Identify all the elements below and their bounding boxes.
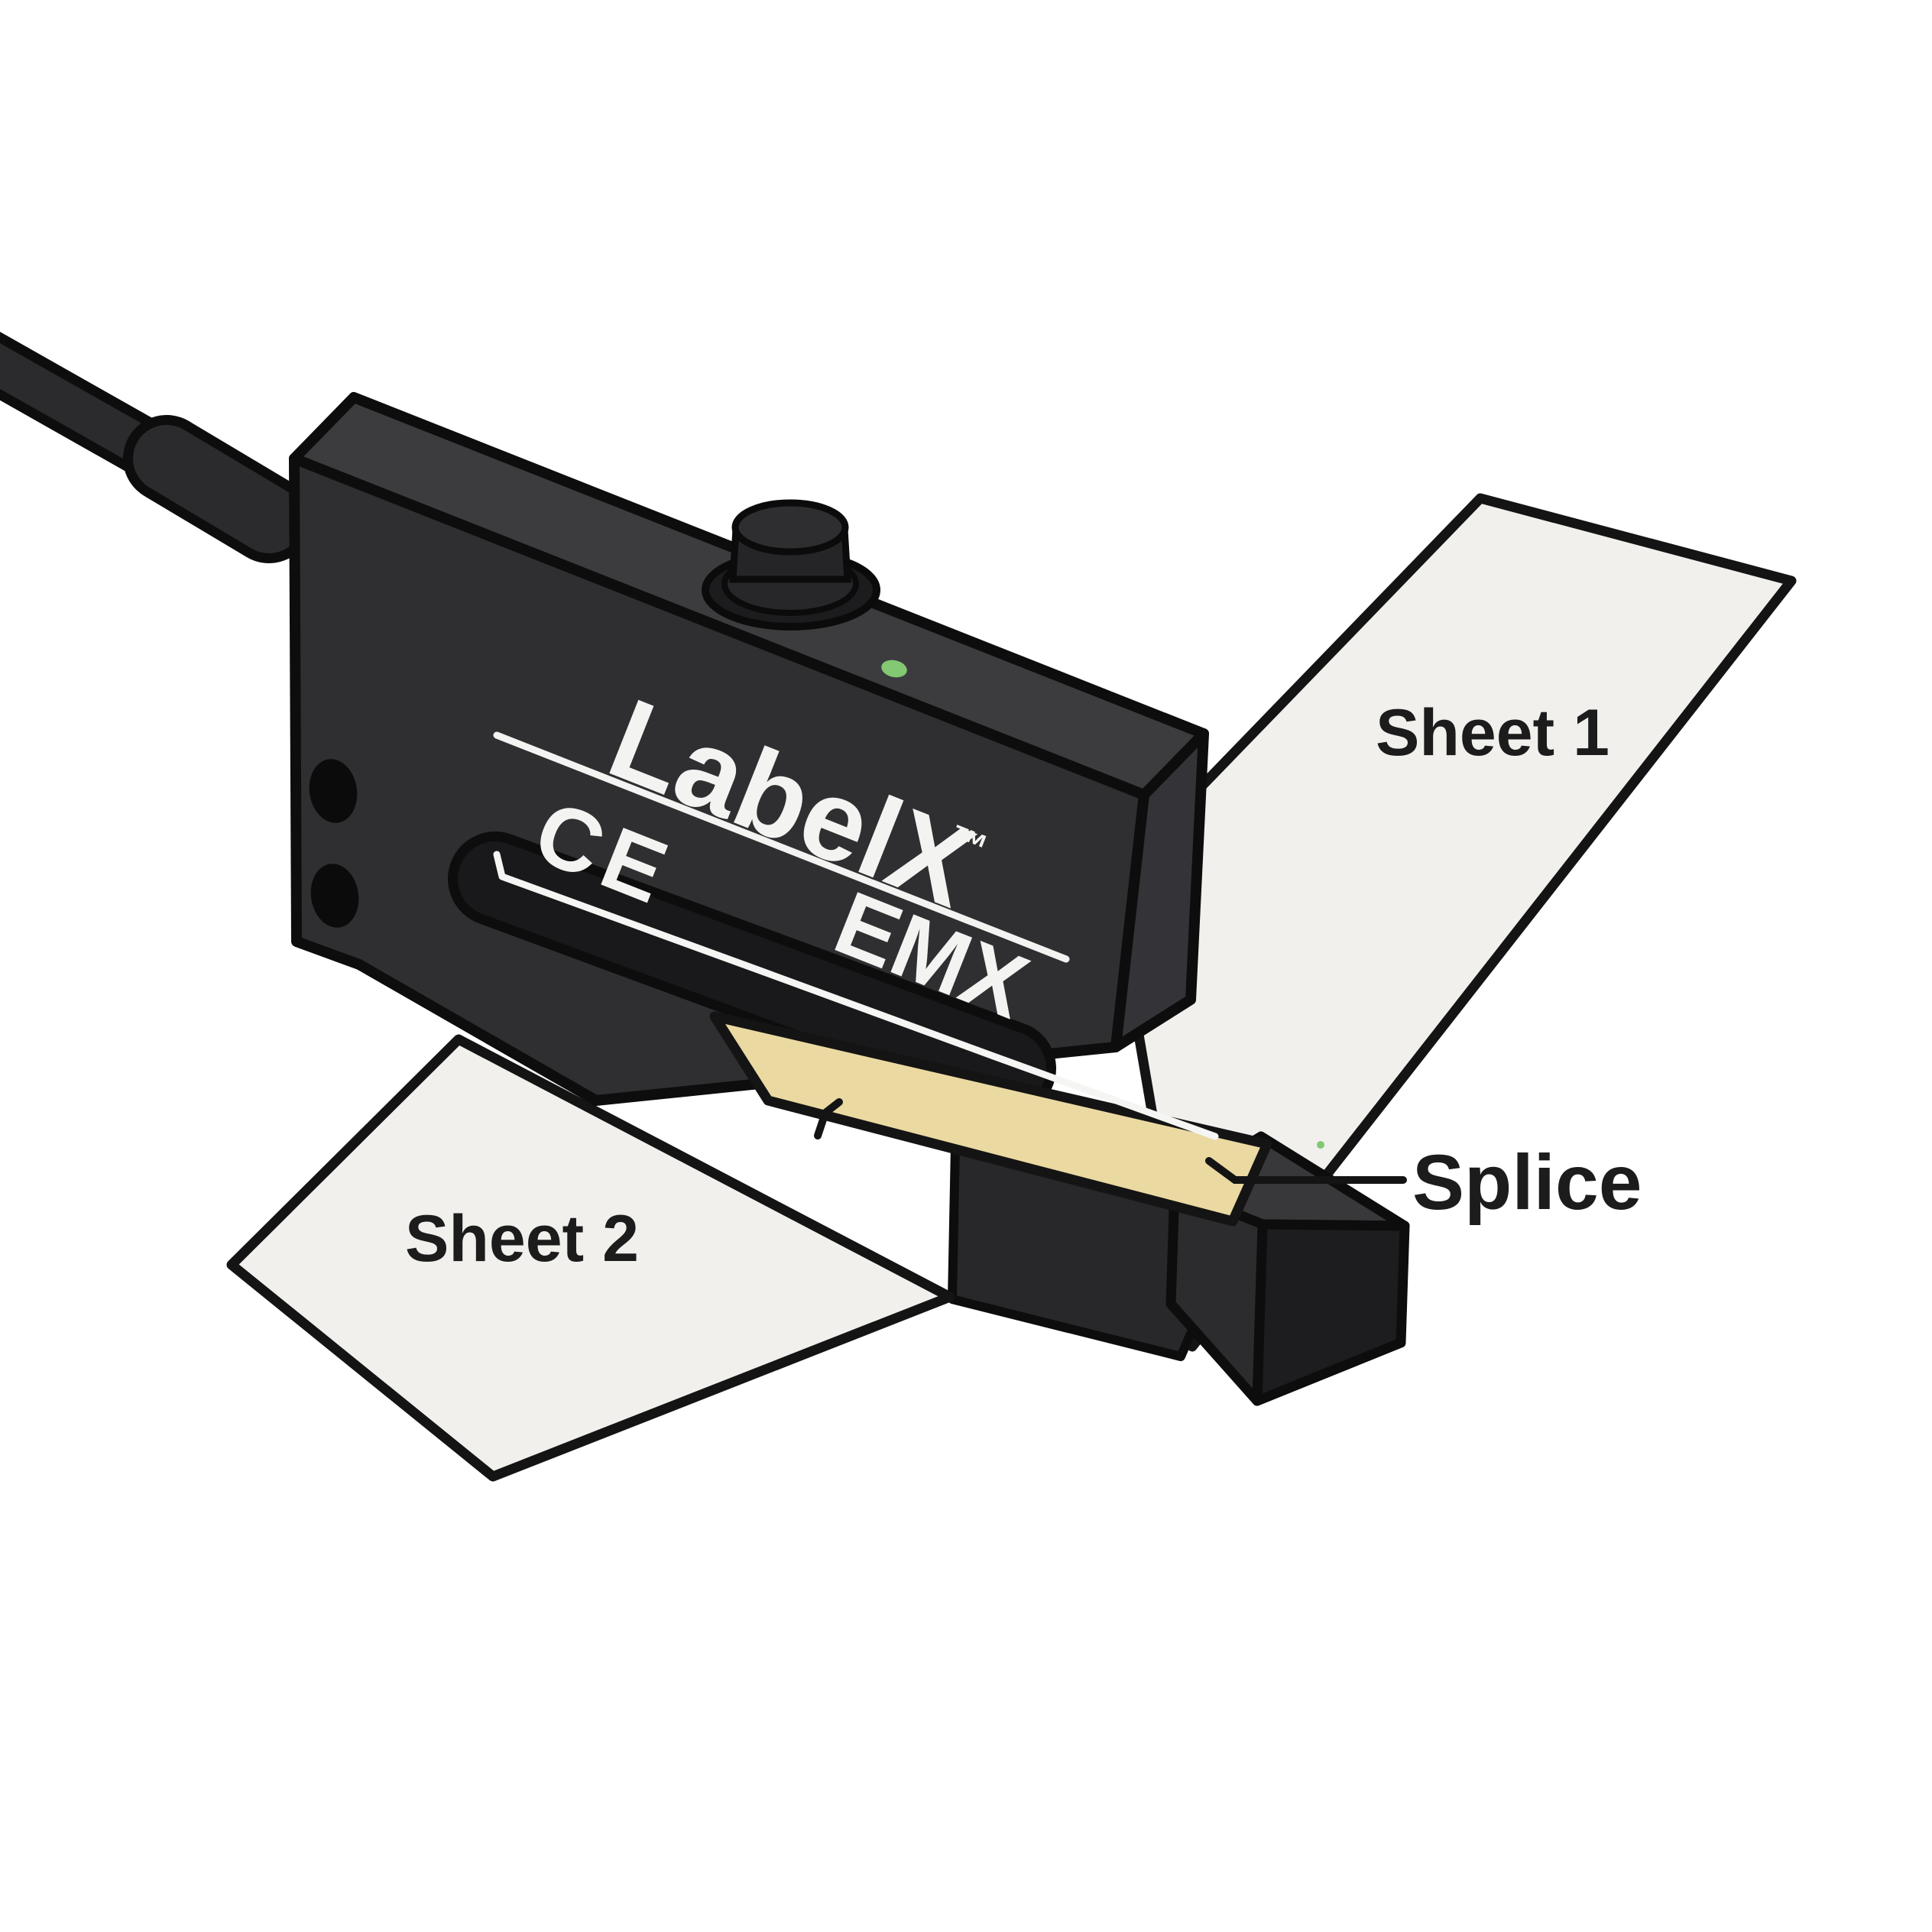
splice-leader-line: [1205, 1157, 1407, 1184]
sensor-slot: [448, 831, 1056, 1116]
button-cap: [731, 499, 849, 556]
brand-underline: [493, 731, 1070, 963]
block-right-face: [1252, 1219, 1410, 1406]
sheet2-label: Sheet 2: [405, 1202, 639, 1276]
status-led-icon: [881, 660, 907, 678]
sheet1-label: Sheet 1: [1376, 696, 1609, 770]
splice-label: Splice: [1412, 1139, 1642, 1226]
artifact-dot: [1317, 1141, 1324, 1149]
splice-annotation: Splice: [1205, 1139, 1642, 1226]
sensor-cable: [0, 332, 313, 563]
splice-strip: [709, 1011, 1272, 1227]
sheet2-edge-tick: [814, 1098, 843, 1139]
slot-interior: [458, 841, 1046, 1106]
mounting-hole-bottom: [310, 864, 359, 928]
sensor-body-right: [1110, 728, 1209, 1052]
mounting-hole-top: [309, 759, 358, 823]
sensor-test-button: [702, 499, 880, 630]
strain-relief: [133, 425, 303, 553]
sheet2: [226, 1034, 955, 1482]
sheet-edge-highlight: [493, 851, 1219, 1140]
